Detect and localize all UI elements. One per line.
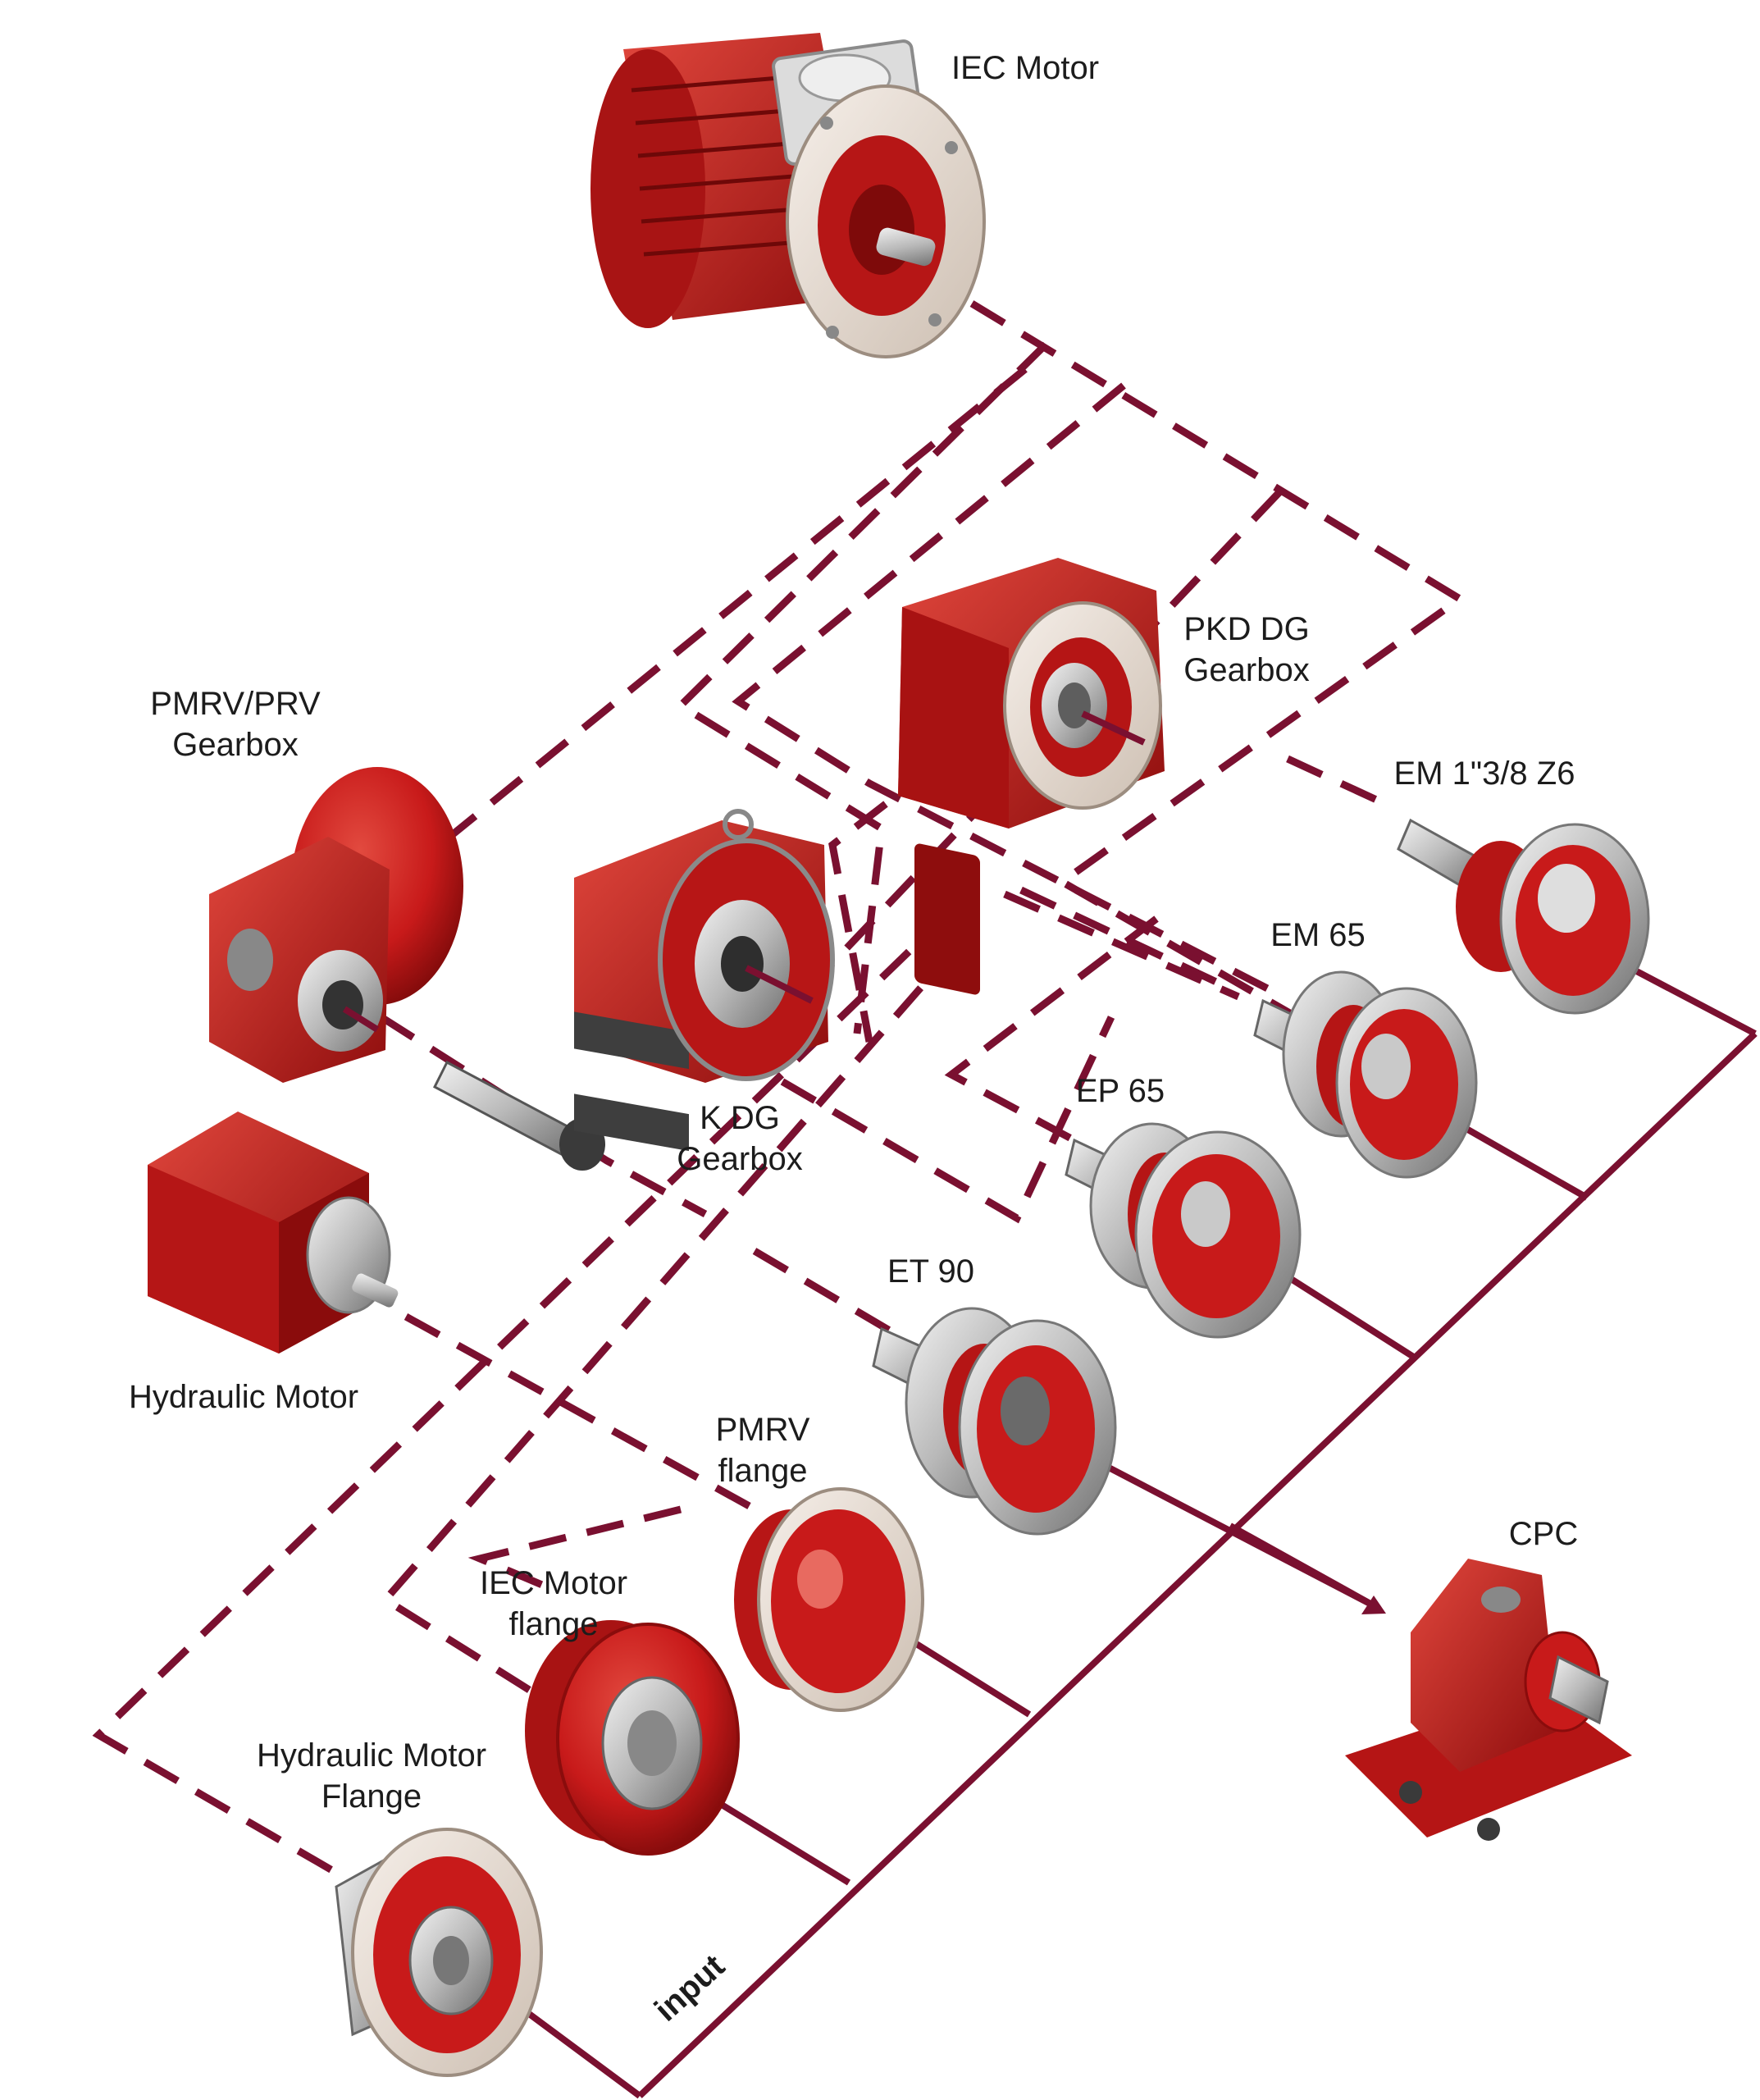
output-iec-flange (719, 1801, 851, 1886)
label-iec-motor-flange: IEC Motor flange (480, 1563, 627, 1645)
connector-em-to-em65 (1019, 886, 1232, 993)
label-pmrv-flange-line2: flange (718, 1453, 808, 1489)
label-pkd-dg-line1: PKD DG (1183, 611, 1310, 647)
connector-hyd-motor (404, 1313, 765, 1517)
label-em-1-3-8-z6: EM 1"3/8 Z6 (1394, 753, 1575, 794)
label-pkd-dg-gearbox: PKD DG Gearbox (1183, 609, 1309, 691)
connector-et-to-pmrv (752, 1248, 896, 1336)
em-65-image (1253, 970, 1478, 1179)
iec-motor-image (590, 33, 986, 358)
em-1-3-8-z6-image (1397, 818, 1650, 1015)
label-k-dg-line1: K DG (700, 1100, 780, 1136)
output-ep65 (1277, 1268, 1417, 1361)
label-hyd-flange-line1: Hydraulic Motor (256, 1737, 487, 1774)
label-ep-65: EP 65 (1076, 1071, 1165, 1112)
label-cpc: CPC (1509, 1513, 1578, 1554)
connector-left-loop (92, 907, 955, 1874)
label-pmrv-prv-gearbox: PMRV/PRV Gearbox (150, 683, 320, 765)
label-k-dg-line2: Gearbox (677, 1141, 803, 1177)
connector-iec-to-pkd (969, 300, 1467, 1025)
label-hydraulic-motor-text: Hydraulic Motor (128, 1379, 359, 1415)
iec-motor-flange-image (525, 1620, 740, 1856)
pmrv-prv-gearbox-image (209, 767, 463, 1083)
label-em-1-3-8-z6-text: EM 1"3/8 Z6 (1393, 756, 1575, 792)
label-iec-motor: IEC Motor (951, 48, 1099, 89)
ep-65-image (1065, 1122, 1302, 1339)
label-iec-flange-line1: IEC Motor (479, 1565, 628, 1601)
connector-pkd-to-k-dg (828, 801, 888, 1043)
label-pmrv-flange: PMRV flange (716, 1409, 810, 1491)
label-pmrv-prv-line1: PMRV/PRV (150, 686, 321, 722)
k-dg-gearbox-image (574, 809, 835, 1152)
output-hyd-flange (510, 1998, 642, 2099)
output-main-line (637, 1031, 1758, 2098)
connector-iec-to-pmrv (732, 382, 1278, 997)
connector-pmrv-shaft (379, 1014, 708, 1217)
hydraulic-motor-image (148, 1112, 399, 1354)
label-iec-flange-line2: flange (508, 1606, 599, 1642)
output-pmrv-flange (896, 1629, 1032, 1718)
label-em-65: EM 65 (1270, 915, 1366, 956)
hydraulic-motor-flange-image (335, 1828, 543, 2077)
label-et-90: ET 90 (887, 1251, 974, 1292)
connector-k-dg-to-ep (1003, 890, 1240, 1001)
label-pmrv-prv-line2: Gearbox (172, 727, 299, 763)
label-et-90-text: ET 90 (887, 1253, 974, 1290)
label-pkd-dg-line2: Gearbox (1183, 652, 1310, 688)
dashed-connectors (92, 300, 1467, 1874)
label-hydraulic-motor: Hydraulic Motor (129, 1376, 358, 1418)
connector-iec-to-k-dg (674, 341, 1049, 1034)
connector-em65-ep65 (944, 915, 1159, 1144)
pkd-dg-gearbox-image (898, 558, 1165, 995)
et-90-image (872, 1307, 1117, 1536)
connector-ep-to-et (380, 941, 963, 1734)
pmrv-flange-image (734, 1487, 924, 1712)
label-k-dg-gearbox: K DG Gearbox (677, 1098, 802, 1180)
arrowhead-to-cpc (1361, 1596, 1386, 1614)
connector-em13-to-k-dg (1286, 755, 1396, 812)
label-hydraulic-motor-flange: Hydraulic Motor Flange (257, 1735, 486, 1817)
label-hyd-flange-line2: Flange (321, 1778, 422, 1815)
label-iec-motor-text: IEC Motor (951, 50, 1100, 86)
label-ep-65-text: EP 65 (1075, 1073, 1165, 1109)
cpc-image (1345, 1559, 1632, 1841)
label-pmrv-flange-line1: PMRV (715, 1412, 810, 1448)
connector-ep-to-iec-flange (467, 1505, 682, 1596)
output-to-cpc (1229, 1522, 1379, 1611)
label-cpc-text: CPC (1508, 1516, 1579, 1552)
label-em-65-text: EM 65 (1270, 917, 1366, 953)
connector-iec-to-pmrv-gearbox (432, 366, 1028, 852)
